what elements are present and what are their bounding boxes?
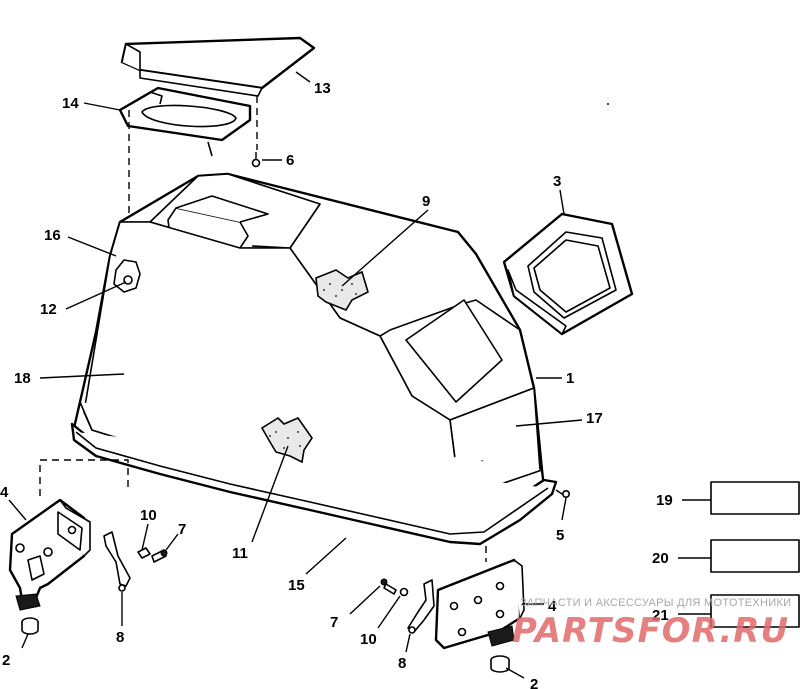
callout-1: 1 bbox=[566, 370, 574, 387]
callout-19: 19 bbox=[656, 492, 673, 509]
callout-5: 5 bbox=[556, 527, 564, 544]
window-frame-3 bbox=[502, 212, 634, 336]
fastener-5 bbox=[555, 489, 570, 498]
callout-4-left: 4 bbox=[0, 484, 9, 501]
screw-6 bbox=[251, 152, 261, 168]
callout-14: 14 bbox=[62, 95, 79, 112]
callout-18: 18 bbox=[14, 370, 31, 387]
callout-7-left: 7 bbox=[178, 521, 186, 538]
decal-9 bbox=[315, 269, 369, 311]
decal-11 bbox=[260, 416, 313, 464]
callout-8-right: 8 bbox=[398, 655, 406, 672]
callout-10-left: 10 bbox=[140, 507, 157, 524]
callout-8-left: 8 bbox=[116, 629, 124, 646]
bracket-left bbox=[8, 498, 91, 602]
strap-bracket-left bbox=[103, 531, 131, 592]
lid-gasket bbox=[118, 86, 252, 157]
callout-13: 13 bbox=[314, 80, 331, 97]
callout-2-left: 2 bbox=[2, 652, 10, 669]
callout-4-right: 4 bbox=[548, 598, 557, 615]
watermark-caption: ЗАПЧАСТИ И АКСЕССУАРЫ ДЛЯ МОТОТЕХНИКИ bbox=[520, 597, 791, 609]
callout-20: 20 bbox=[652, 550, 669, 567]
watermark: ЗАПЧАСТИ И АКСЕССУАРЫ ДЛЯ МОТОТЕХНИКИ PA… bbox=[512, 597, 791, 651]
callout-16: 16 bbox=[44, 227, 61, 244]
callout-21: 21 bbox=[652, 607, 669, 624]
callout-6: 6 bbox=[286, 152, 294, 169]
bracket-right bbox=[434, 558, 525, 650]
washer-left bbox=[137, 547, 151, 559]
callout-2-right: 2 bbox=[530, 676, 538, 689]
callout-10-right: 10 bbox=[360, 631, 377, 648]
leader-lines bbox=[8, 71, 711, 679]
washer-right bbox=[399, 587, 409, 597]
decal-box-20 bbox=[710, 539, 800, 573]
callout-9: 9 bbox=[422, 193, 430, 210]
scan-speck bbox=[607, 103, 609, 105]
callout-17: 17 bbox=[586, 410, 603, 427]
strap-bracket-right bbox=[407, 579, 435, 634]
screw-right bbox=[380, 578, 397, 595]
callout-7-right: 7 bbox=[330, 614, 338, 631]
engine-cowl bbox=[72, 172, 546, 530]
rubber-mount-right bbox=[487, 625, 515, 673]
callout-12: 12 bbox=[40, 301, 57, 318]
bottom-seal bbox=[70, 422, 558, 546]
lid-cover bbox=[120, 36, 316, 97]
callout-15: 15 bbox=[288, 577, 305, 594]
callout-11: 11 bbox=[232, 545, 248, 562]
alignment-line bbox=[39, 459, 129, 496]
screw-left bbox=[151, 549, 168, 563]
callout-3: 3 bbox=[553, 173, 561, 190]
decal-box-19 bbox=[710, 481, 800, 515]
watermark-logo: PARTSFOR.RU bbox=[512, 611, 789, 651]
rubber-mount-left bbox=[15, 593, 41, 635]
decal-box-21 bbox=[710, 594, 800, 628]
callouts: 13 14 6 3 9 16 12 18 1 17 4 10 7 5 11 15… bbox=[0, 80, 673, 689]
